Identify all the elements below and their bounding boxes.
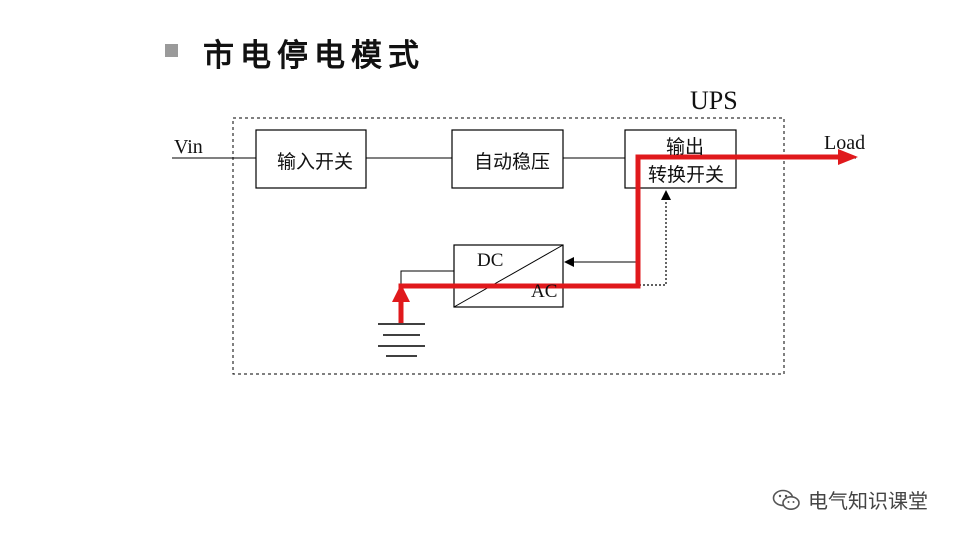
output-switch-label-line1: 输出 [666, 136, 705, 158]
inverter-diagonal [453, 244, 564, 308]
inverter-ac-label: AC [531, 281, 558, 302]
auto-regulator-label: 自动稳压 [474, 151, 551, 173]
power-flow-load-arrowhead [838, 149, 858, 165]
vin-label: Vin [174, 136, 203, 158]
control-dotted-line [563, 190, 671, 286]
power-flow-battery-arrowhead [392, 284, 410, 302]
source-watermark: 电气知识课堂 [772, 485, 928, 514]
wechat-icon [772, 489, 800, 510]
slide-title: 市电停电模式 [203, 38, 425, 74]
ups-label: UPS [690, 86, 738, 115]
auto-regulator-block [451, 129, 564, 189]
source-label: 电气知识课堂 [808, 489, 928, 513]
inverter-dc-label: DC [477, 250, 504, 271]
output-switch-label-line2: 转换开关 [648, 164, 725, 186]
bullet-square [165, 44, 178, 57]
battery-wire [400, 270, 454, 292]
load-label: Load [824, 132, 866, 154]
input-switch-label: 输入开关 [277, 151, 354, 173]
input-switch-block [255, 129, 367, 189]
ups-enclosure [232, 117, 785, 375]
